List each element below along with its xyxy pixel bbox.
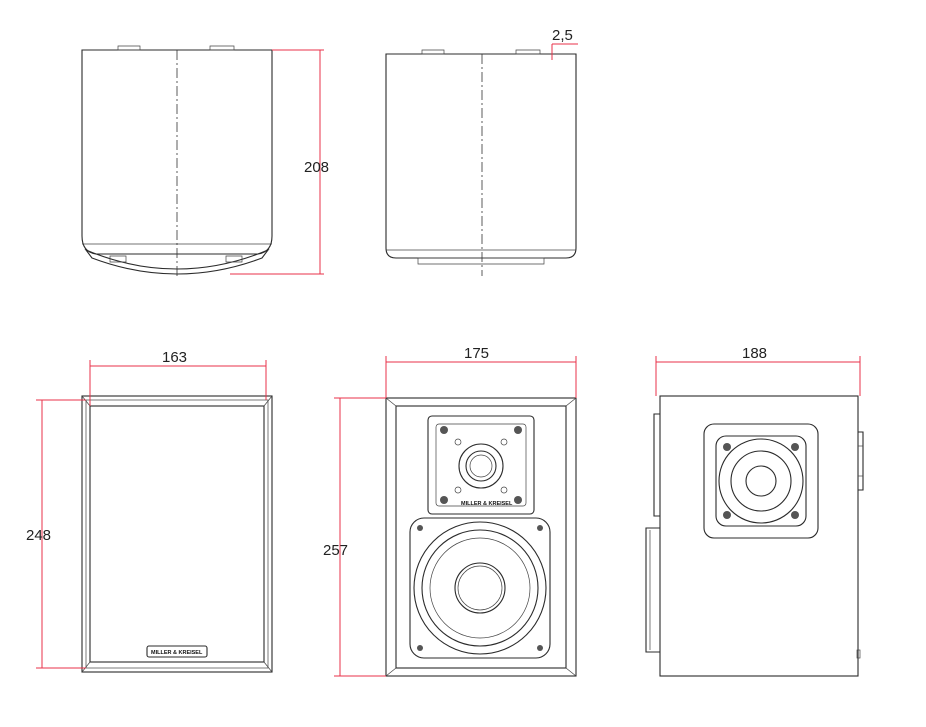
tweeter-dome: [458, 443, 504, 489]
tweeter-logo-text: MILLER & KREISEL: [461, 501, 513, 507]
grille-width-label: 163: [162, 349, 187, 366]
tweeter-plate: [427, 415, 535, 515]
offset-dimension-label: 2,5: [552, 27, 573, 44]
grille-badge: [146, 645, 208, 658]
grille-view: MILLER & KREISEL 163 248: [26, 349, 273, 673]
grille-height-label: 248: [26, 527, 51, 544]
grille-badge-text: MILLER & KREISEL: [151, 650, 203, 656]
front-height-label: 257: [323, 542, 348, 559]
front-view: MILLER & KREISEL 175 257: [323, 345, 577, 677]
depth-dimension-label: 208: [304, 159, 329, 176]
side-tweeter-plate: [703, 423, 819, 539]
side-view: 188: [645, 345, 864, 677]
front-width-label: 175: [464, 345, 489, 362]
bottom-view: 2,5: [385, 27, 578, 276]
side-depth-label: 188: [742, 345, 767, 362]
woofer-surround: [413, 521, 547, 655]
top-view: 208: [81, 45, 329, 278]
woofer-dustcap: [454, 562, 506, 614]
woofer-frame: [409, 517, 551, 659]
